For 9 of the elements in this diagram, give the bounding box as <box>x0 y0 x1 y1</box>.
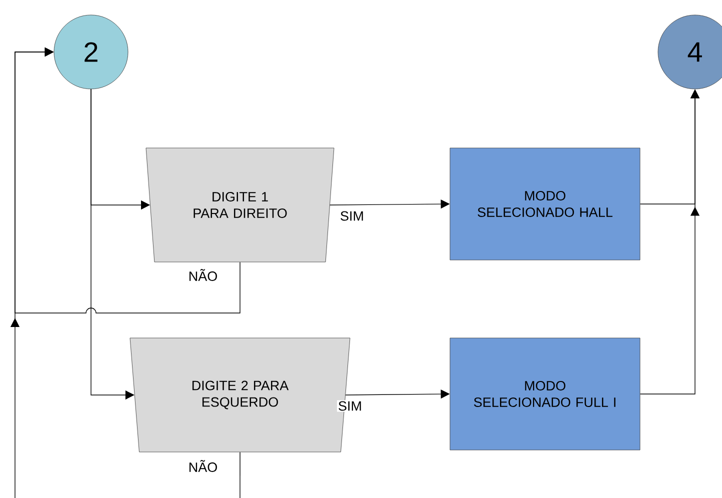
decision-trapezoid: DIGITE 1 PARA DIREITO <box>146 148 334 262</box>
edge-label: NÃO <box>187 459 219 473</box>
edge-label: NÃO <box>187 268 219 282</box>
process-box: MODO SELECIONADO FULL I <box>450 338 640 450</box>
edge-label: SIM <box>337 400 363 412</box>
circle-node: 2 <box>54 14 128 90</box>
circle-node: 4 <box>658 14 722 90</box>
edge-label: SIM <box>339 210 365 222</box>
process-box: MODO SELECIONADO HALL <box>450 148 640 260</box>
